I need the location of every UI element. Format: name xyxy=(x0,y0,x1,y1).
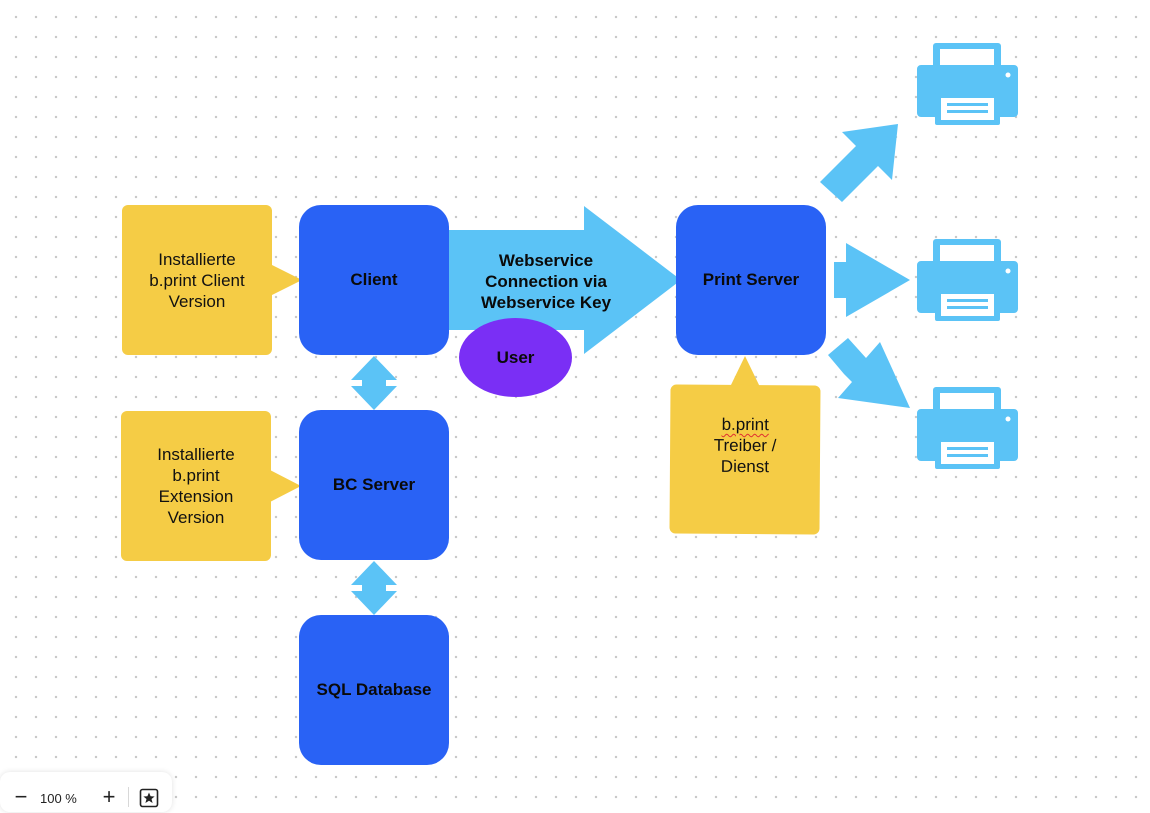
node-bc-server-label: BC Server xyxy=(332,475,416,494)
connection-label: Webservice Connection via Webservice Key xyxy=(480,251,612,312)
printer-icon[interactable] xyxy=(917,387,1018,469)
zoom-toolbar: − 100 % + xyxy=(0,772,172,812)
arrow-to-printer-top[interactable] xyxy=(820,124,898,202)
arrow-to-printer-bottom[interactable] xyxy=(828,338,910,408)
printer-icon[interactable] xyxy=(917,239,1018,321)
note-extension-version-text: Installierte b.print Extension Version xyxy=(157,445,235,527)
node-sql-database[interactable]: SQL Database xyxy=(299,615,449,765)
node-print-server-label: Print Server xyxy=(702,270,800,289)
note-pointer-bc xyxy=(270,470,301,502)
zoom-out-button[interactable]: − xyxy=(14,784,28,809)
note-extension-version[interactable]: Installierte b.print Extension Version xyxy=(121,411,271,561)
bc-sql-double-arrow[interactable] xyxy=(351,561,397,615)
note-pointer-print xyxy=(730,356,760,387)
zoom-level[interactable]: 100 % xyxy=(40,791,77,806)
printer-icon[interactable] xyxy=(917,43,1018,125)
node-client-label: Client xyxy=(350,270,398,289)
note-client-version-text: Installierte b.print Client Version xyxy=(149,249,245,311)
note-pointer-client xyxy=(270,264,302,296)
zoom-in-button[interactable]: + xyxy=(102,784,116,809)
client-bc-double-arrow[interactable] xyxy=(351,356,397,410)
node-print-server[interactable]: Print Server xyxy=(676,205,826,355)
node-bc-server[interactable]: BC Server xyxy=(299,410,449,560)
arrow-to-printer-middle[interactable] xyxy=(834,243,910,317)
note-driver-rest: Treiber / Dienst xyxy=(713,435,777,477)
toolbar-divider xyxy=(128,787,129,807)
note-driver-word: b.print xyxy=(721,414,769,435)
user-ellipse[interactable]: User xyxy=(459,318,572,397)
webservice-arrow[interactable] xyxy=(448,206,681,354)
node-client[interactable]: Client xyxy=(299,205,449,355)
note-client-version[interactable]: Installierte b.print Client Version xyxy=(122,205,272,355)
star-icon[interactable] xyxy=(139,788,159,808)
node-sql-database-label: SQL Database xyxy=(316,680,432,699)
user-label: User xyxy=(496,347,535,367)
